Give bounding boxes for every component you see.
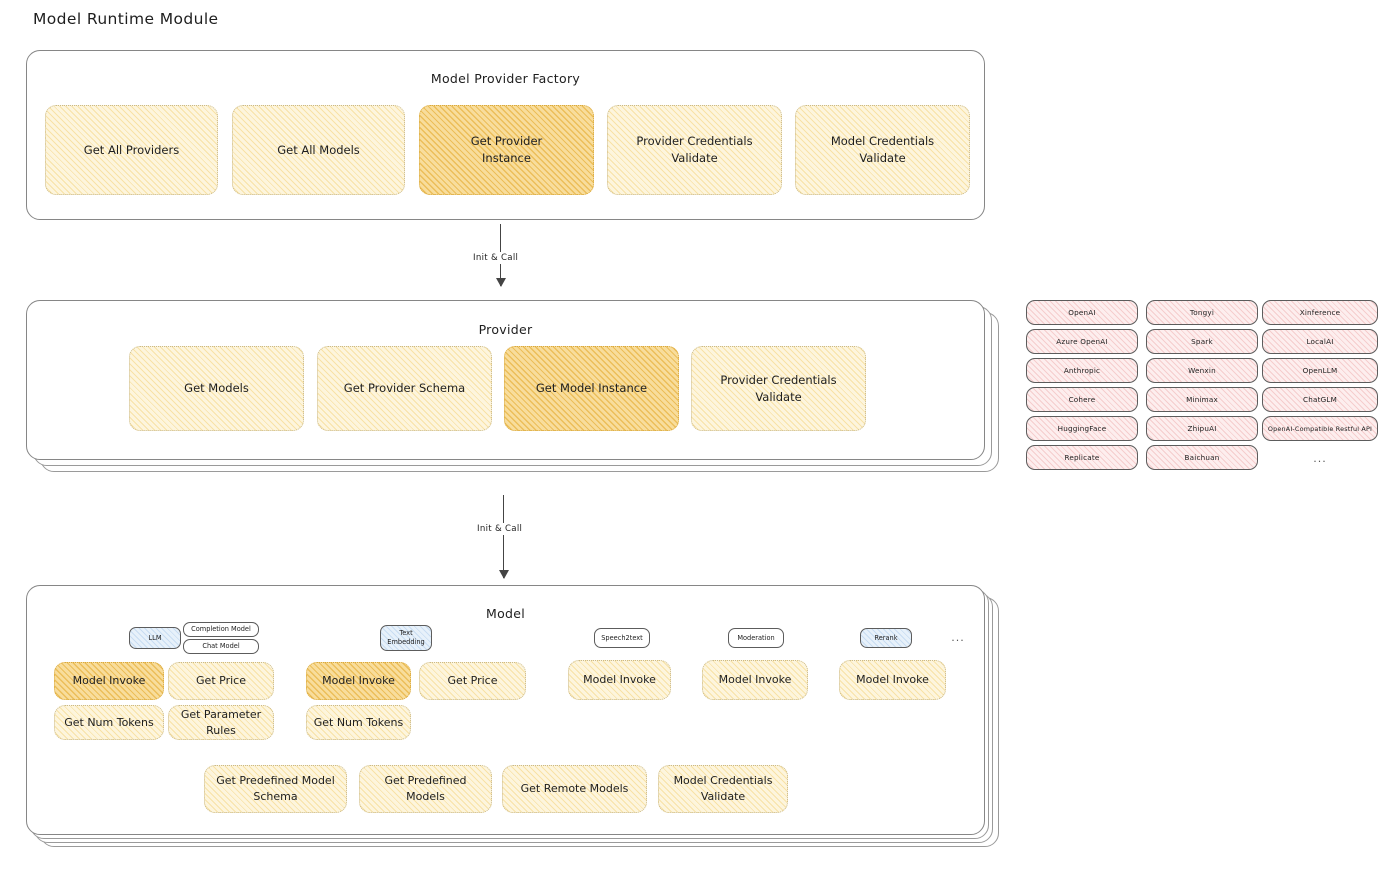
provider-pill[interactable]: Spark xyxy=(1146,329,1258,354)
node-get-remote-models[interactable]: Get Remote Models xyxy=(502,765,647,813)
provider-pill[interactable]: Minimax xyxy=(1146,387,1258,412)
provider-pill[interactable]: Azure OpenAI xyxy=(1026,329,1138,354)
provider-pill[interactable]: ZhipuAI xyxy=(1146,416,1258,441)
model-method-node[interactable]: Model Invoke xyxy=(568,660,671,700)
provider-pill[interactable]: Xinference xyxy=(1262,300,1378,325)
provider-pill[interactable]: Anthropic xyxy=(1026,358,1138,383)
model-method-node[interactable]: Model Invoke xyxy=(54,662,164,700)
model-method-node[interactable]: Model Invoke xyxy=(702,660,808,700)
model-type-badge[interactable]: Moderation xyxy=(728,628,784,648)
provider-title: Provider xyxy=(478,322,533,337)
model-sub-type-badge[interactable]: Chat Model xyxy=(183,639,259,654)
model-type-badge[interactable]: Speech2text xyxy=(594,628,650,648)
model-method-node[interactable]: Model Invoke xyxy=(839,660,946,700)
provider-pill[interactable]: Baichuan xyxy=(1146,445,1258,470)
node-get-models[interactable]: Get Models xyxy=(129,346,304,431)
model-title: Model xyxy=(485,606,526,621)
node-get-all-models[interactable]: Get All Models xyxy=(232,105,405,195)
model-types-more: ... xyxy=(951,631,965,644)
provider-pill[interactable]: Replicate xyxy=(1026,445,1138,470)
arrow-label-init-call-2: Init & Call xyxy=(474,523,526,535)
provider-pill[interactable]: HuggingFace xyxy=(1026,416,1138,441)
provider-pill[interactable]: OpenLLM xyxy=(1262,358,1378,383)
provider-pill[interactable]: OpenAI-Compatible Restful API xyxy=(1262,416,1378,441)
model-method-node[interactable]: Get Num Tokens xyxy=(54,705,164,740)
provider-pill[interactable]: Cohere xyxy=(1026,387,1138,412)
model-sub-type-badge[interactable]: Completion Model xyxy=(183,622,259,637)
provider-pill[interactable]: ChatGLM xyxy=(1262,387,1378,412)
model-method-node[interactable]: Get Num Tokens xyxy=(306,705,411,740)
arrow-shaft xyxy=(503,495,505,578)
node-get-model-instance[interactable]: Get Model Instance xyxy=(504,346,679,431)
arrow-label-init-call-1: Init & Call xyxy=(470,252,522,264)
arrow-head-icon xyxy=(498,570,509,579)
model-method-node[interactable]: Model Invoke xyxy=(306,662,411,700)
model-type-badge[interactable]: Rerank xyxy=(860,628,912,648)
provider-pill[interactable]: Tongyi xyxy=(1146,300,1258,325)
model-method-node[interactable]: Get Price xyxy=(419,662,526,700)
arrow-head-icon xyxy=(495,278,506,287)
provider-pill[interactable]: LocalAI xyxy=(1262,329,1378,354)
provider-pill[interactable]: Wenxin xyxy=(1146,358,1258,383)
page-title: Model Runtime Module xyxy=(33,10,219,28)
model-type-badge[interactable]: LLM xyxy=(129,627,181,649)
provider-list-more: ... xyxy=(1313,452,1327,465)
node-get-all-providers[interactable]: Get All Providers xyxy=(45,105,218,195)
model-method-node[interactable]: Get Price xyxy=(168,662,274,700)
model-provider-factory-title: Model Provider Factory xyxy=(430,71,581,86)
provider-pill[interactable]: OpenAI xyxy=(1026,300,1138,325)
node-get-provider-schema[interactable]: Get Provider Schema xyxy=(317,346,492,431)
